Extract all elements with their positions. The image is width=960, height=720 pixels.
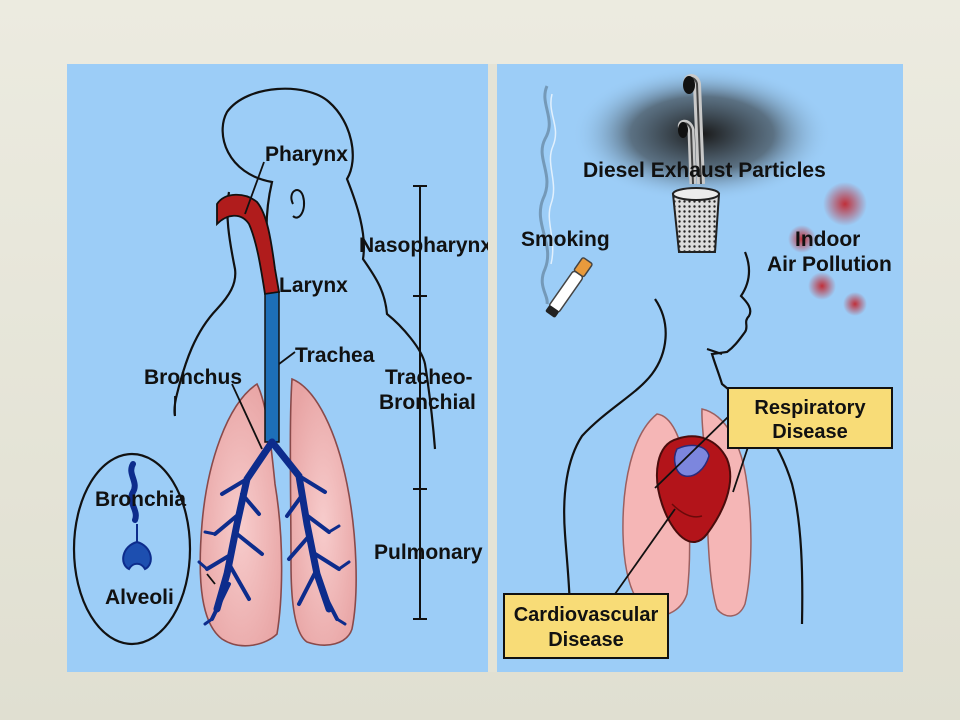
respiratory-disease-box	[727, 387, 893, 449]
right-lung	[289, 377, 357, 646]
cardio-label-line1: Cardiovascular	[514, 604, 659, 626]
bronchial-tree	[197, 438, 351, 626]
pointer-lines	[174, 161, 296, 585]
pulmonary-label: Pulmonary	[374, 541, 483, 564]
panel-divider	[488, 64, 497, 672]
bronchia-alveoli-inset	[72, 452, 192, 646]
tracheo-label-line1: Tracheo-	[385, 366, 473, 389]
pollution-disease-diagram: Diesel Exhaust Particles Smoking Indoor …	[503, 66, 893, 659]
smoking-label: Smoking	[521, 228, 610, 251]
respiratory-tract-panel: Pharynx Larynx Trachea Bronchus Bronchia…	[67, 64, 488, 672]
bronchia-label: Bronchia	[95, 488, 186, 511]
alveoli-label: Alveoli	[105, 586, 174, 609]
pharynx-label: Pharynx	[265, 143, 348, 166]
pharynx-airway	[216, 193, 281, 296]
indoor-pollution-particles	[788, 182, 867, 316]
indoor-label-line2: Air Pollution	[767, 253, 892, 276]
cigarette-icon	[545, 257, 593, 318]
ear	[290, 189, 305, 219]
larynx-label: Larynx	[279, 274, 348, 297]
respiratory-label-line2: Disease	[772, 421, 848, 443]
cardiovascular-disease-box	[503, 593, 669, 659]
region-scale	[413, 185, 427, 620]
trachea-label: Trachea	[295, 344, 375, 367]
neck-back-outline-right	[563, 298, 667, 645]
head-outline	[221, 87, 437, 450]
smoke-wisp	[538, 85, 551, 305]
indoor-label-line1: Indoor	[795, 228, 860, 251]
bronchus-label: Bronchus	[144, 366, 242, 389]
pollution-disease-panel: Diesel Exhaust Particles Smoking Indoor …	[497, 64, 903, 672]
alveoli-icon	[122, 524, 152, 571]
trachea	[264, 291, 280, 443]
exhaust-pipe-icon	[671, 74, 721, 253]
cardio-label-line2: Disease	[548, 629, 624, 651]
disease-pointer-lines	[614, 415, 750, 595]
respiratory-label-line1: Respiratory	[754, 397, 866, 419]
nasopharynx-label: Nasopharynx	[359, 234, 488, 257]
diesel-exhaust-label: Diesel Exhaust Particles	[583, 159, 826, 182]
bronchia-icon	[128, 461, 139, 523]
respiratory-tract-diagram: Pharynx Larynx Trachea Bronchus Bronchia…	[72, 87, 488, 647]
tracheo-label-line2: Bronchial	[379, 391, 476, 414]
body-outline	[710, 251, 804, 625]
